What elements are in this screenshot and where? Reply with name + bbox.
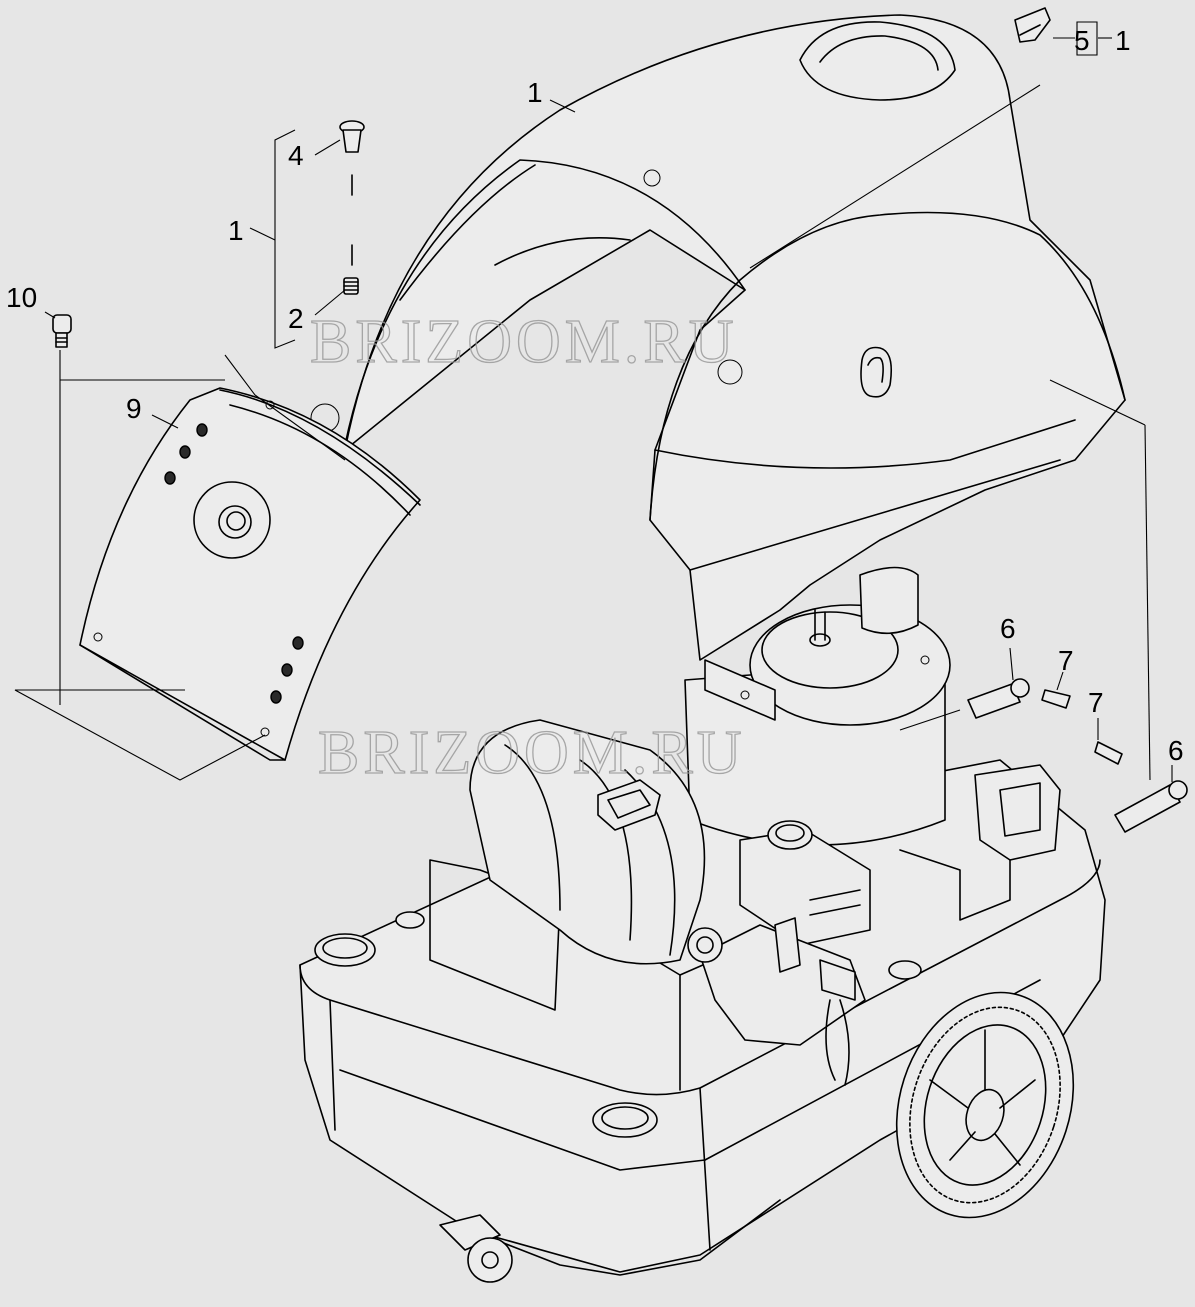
callout-10: 10	[6, 282, 37, 313]
callout-6-upper: 6	[1000, 613, 1016, 644]
fitting-part-6-upper	[967, 678, 1030, 719]
callout-4: 4	[288, 140, 304, 171]
callout-5: 5	[1074, 25, 1090, 56]
fitting-part-7-upper	[1041, 689, 1071, 709]
rear-wheel	[895, 991, 1075, 1219]
screw-part-10	[52, 314, 72, 348]
callout-labels: 1 4 1 2 5 1 10 9 6 7 7 6	[6, 25, 1184, 766]
callout-2: 2	[288, 303, 304, 334]
fitting-part-6-lower	[1114, 780, 1188, 833]
clip-part-5	[1014, 7, 1051, 43]
callout-7-lower: 7	[1088, 687, 1104, 718]
front-panel	[79, 387, 421, 761]
leader-lines	[14, 21, 1173, 782]
watermark-upper: BRIZOOM.RU	[310, 308, 738, 376]
pump-assembly	[687, 917, 866, 1086]
callout-1-bracket: 1	[1115, 25, 1131, 56]
watermark-lower: BRIZOOM.RU	[318, 719, 746, 787]
callout-1-left: 1	[228, 215, 244, 246]
fitting-part-7-lower	[1094, 741, 1123, 765]
callout-9: 9	[126, 393, 142, 424]
callout-6-lower: 6	[1168, 735, 1184, 766]
fastener-part-4	[339, 120, 365, 196]
callout-1-top: 1	[527, 77, 543, 108]
callout-7-upper: 7	[1058, 645, 1074, 676]
top-cover-hood	[310, 14, 1126, 661]
motor-assembly	[469, 719, 871, 965]
spring-part-2	[343, 244, 359, 295]
boiler-cylinder	[684, 566, 951, 846]
